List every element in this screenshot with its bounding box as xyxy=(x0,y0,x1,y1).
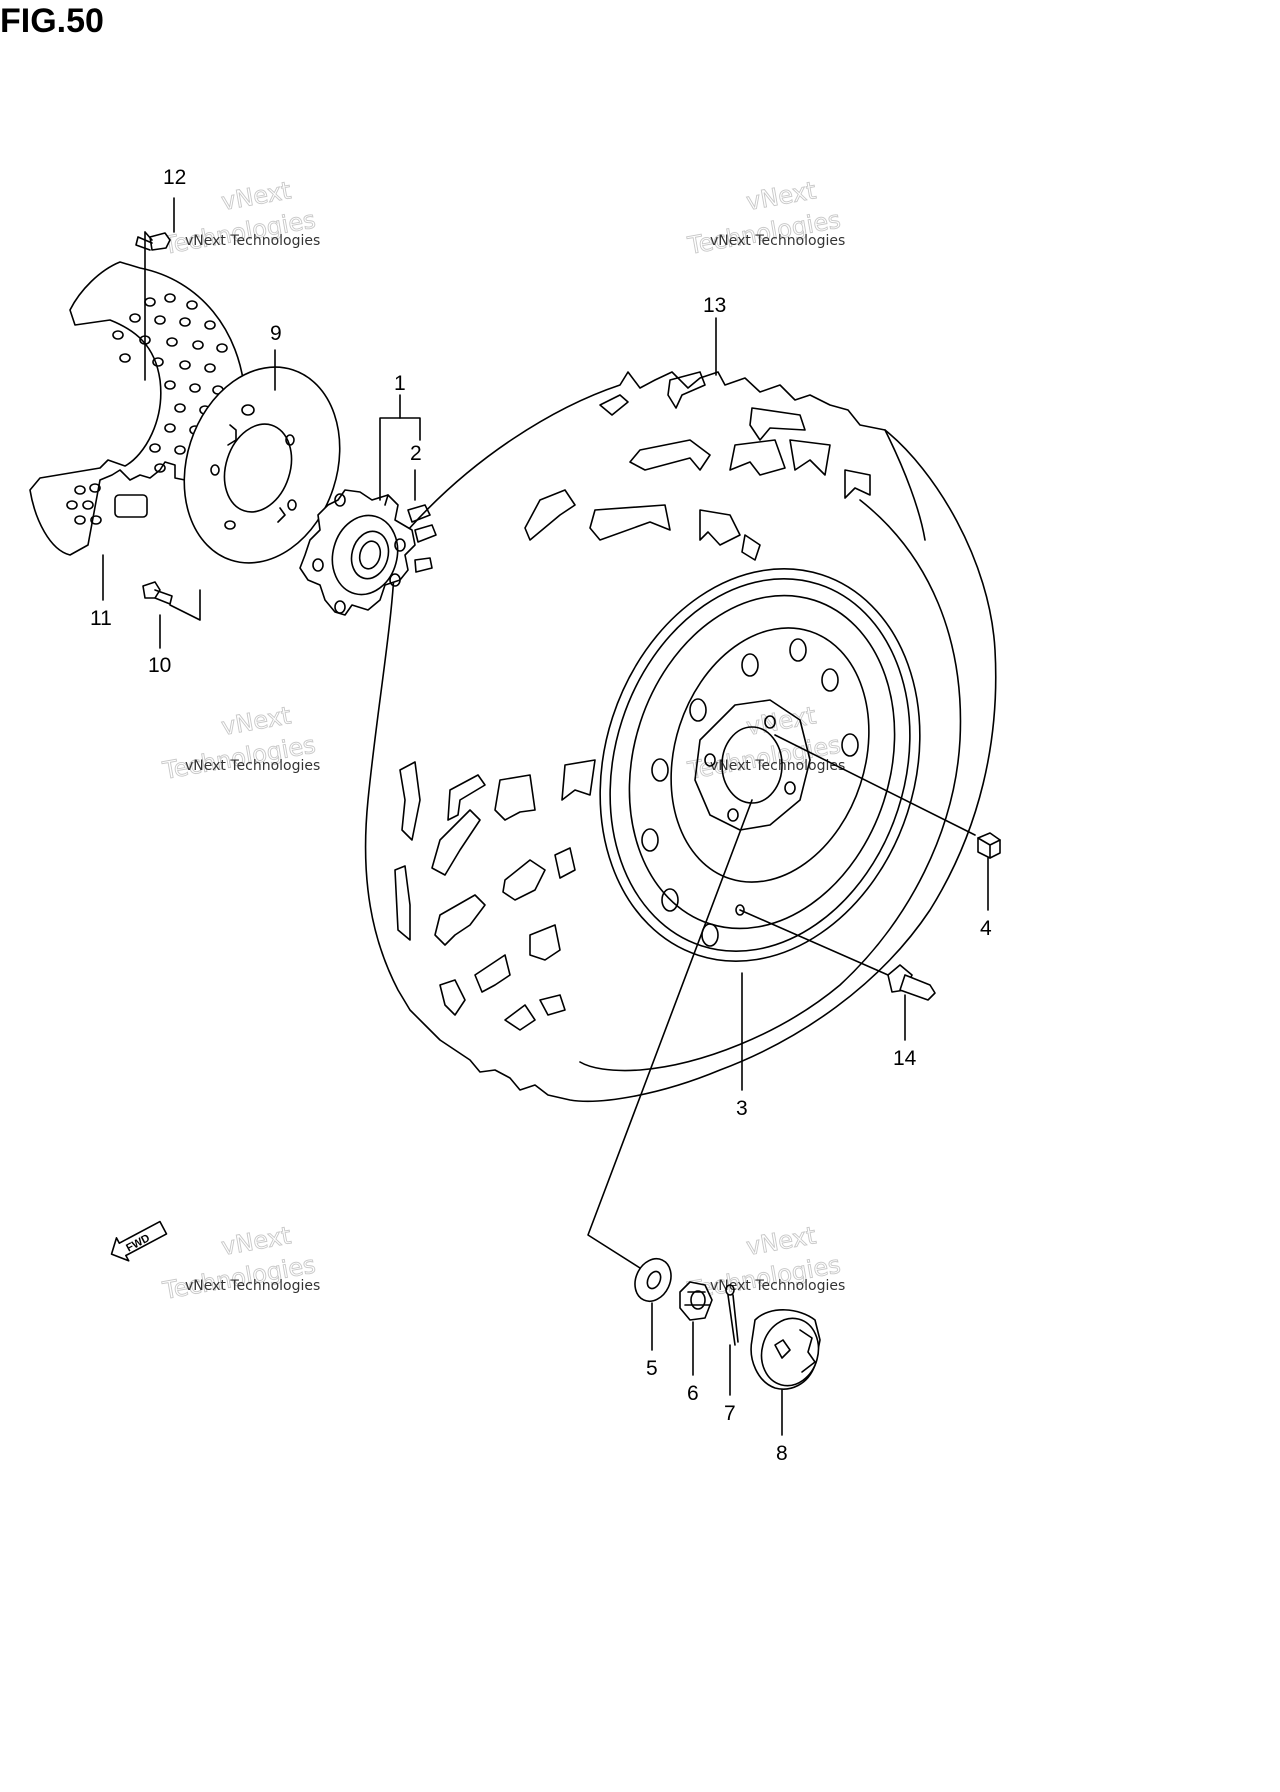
watermark-text: vNext Technologies xyxy=(185,1278,320,1294)
valve-14-drawing xyxy=(887,964,936,1001)
watermark-text: vNext Technologies xyxy=(710,233,845,249)
watermark: Technologies vNext vNext Technologies xyxy=(159,1221,320,1306)
brake-disc-drawing xyxy=(183,366,341,564)
tire-drawing xyxy=(364,371,997,1103)
part-label-8: 8 xyxy=(776,1442,788,1465)
hub-cap-8-drawing xyxy=(750,1309,821,1390)
part-label-10: 10 xyxy=(148,654,171,677)
part-label-3: 3 xyxy=(736,1097,748,1120)
watermark-text: vNext Technologies xyxy=(710,758,845,774)
part-labels: 12 9 1 2 13 11 10 4 14 3 5 6 7 8 xyxy=(90,166,992,1465)
washer-5-drawing xyxy=(634,1258,672,1302)
part-label-9: 9 xyxy=(270,322,282,345)
part-label-11: 11 xyxy=(90,607,112,630)
leader-lines xyxy=(102,197,989,1436)
fwd-label: FWD xyxy=(124,1232,152,1254)
watermark: Technologies vNext vNext Technologies xyxy=(684,176,845,261)
part-label-12: 12 xyxy=(163,166,186,189)
cotter-pin-7-drawing xyxy=(725,1284,739,1346)
part-label-14: 14 xyxy=(893,1047,917,1070)
forward-arrow: FWD xyxy=(110,1220,168,1262)
part-label-1: 1 xyxy=(394,372,406,395)
watermark-group: Technologies vNext vNext Technologies Te… xyxy=(159,176,845,1306)
castle-nut-6-drawing xyxy=(679,1281,713,1321)
watermark: Technologies vNext vNext Technologies xyxy=(684,701,845,786)
part-label-4: 4 xyxy=(980,917,992,940)
wheel-rim-drawing xyxy=(599,568,921,962)
watermark-text: vNext Technologies xyxy=(710,1278,845,1294)
part-label-7: 7 xyxy=(724,1402,736,1425)
part-label-2: 2 xyxy=(410,442,422,465)
watermark-text: vNext Technologies xyxy=(185,758,320,774)
nut-4-drawing xyxy=(977,832,1001,859)
part-label-5: 5 xyxy=(646,1357,658,1380)
part-label-13: 13 xyxy=(703,294,726,317)
bolt-10-drawing xyxy=(142,581,173,605)
wheel-hub-drawing xyxy=(299,489,437,616)
bolt-12-drawing xyxy=(135,232,171,251)
figure-title: FIG.50 xyxy=(0,2,104,40)
watermark-text: vNext Technologies xyxy=(185,233,320,249)
watermark: Technologies vNext vNext Technologies xyxy=(159,701,320,786)
part-label-6: 6 xyxy=(687,1382,699,1405)
